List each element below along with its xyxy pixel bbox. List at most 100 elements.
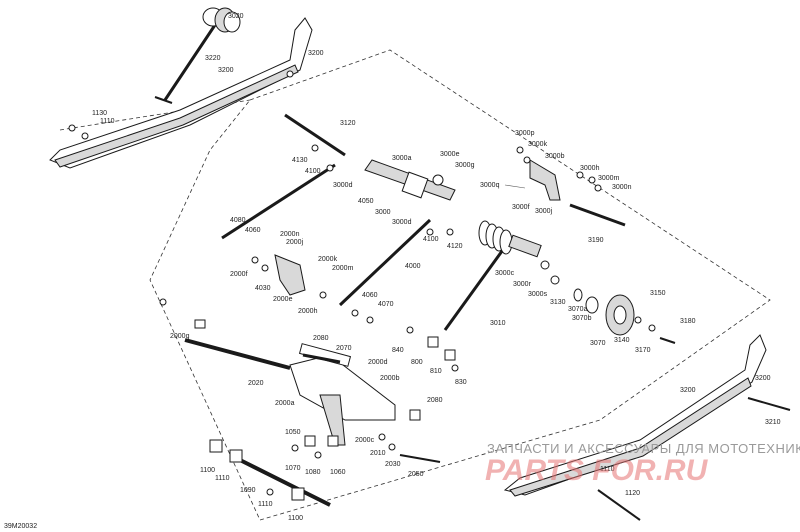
- callout-label: 4000: [405, 263, 421, 270]
- callout-label: 3180: [680, 318, 696, 325]
- callout-label: 3150: [650, 290, 666, 297]
- callout-label: 3120: [340, 120, 356, 127]
- callout-label: 810: [430, 368, 442, 375]
- callout-label: 830: [455, 379, 467, 386]
- callout-labels: 3020 3220 3200 3200 1130 1110 3120 4130 …: [92, 13, 781, 522]
- idler-wheel-3070: [573, 288, 635, 336]
- callout-label: 3200: [308, 50, 324, 57]
- assembly-boundary-dashed: [149, 49, 771, 521]
- callout-label: 3000h: [580, 165, 600, 172]
- callout-label: 800: [411, 359, 423, 366]
- callout-label: 3170: [635, 347, 651, 354]
- callout-label: 2080: [313, 335, 329, 342]
- callout-label: 3020: [228, 13, 244, 20]
- shock-3000: [364, 159, 456, 201]
- callout-label: 3200: [755, 375, 771, 382]
- callout-label: 3070b: [572, 315, 592, 322]
- callout-label: 3000p: [515, 130, 535, 137]
- bracket-3000b: [529, 159, 561, 201]
- callout-label: 3000m: [598, 175, 620, 182]
- callout-label: 4120: [447, 243, 463, 250]
- callout-label: 3200: [680, 387, 696, 394]
- rear-spring-3020: [163, 7, 241, 101]
- callout-label: 3000d: [333, 182, 353, 189]
- callout-label: 2000m: [332, 265, 354, 272]
- callout-label: 1120: [625, 490, 640, 497]
- coil-spring-3010: [478, 220, 542, 258]
- callout-label: 1110: [100, 118, 115, 125]
- watermark-line1: ЗАПЧАСТИ И АКСЕССУАРЫ ДЛЯ МОТОТЕХНИКИ: [487, 441, 800, 456]
- callout-label: 2030: [385, 461, 401, 468]
- callout-label: 1060: [330, 469, 346, 476]
- callout-label: 3000: [375, 209, 391, 216]
- shafts: [184, 113, 791, 521]
- callout-label: 4100: [305, 168, 321, 175]
- callout-label: 2000h: [298, 308, 318, 315]
- callout-label: 4070: [378, 301, 394, 308]
- front-arm-2000: [274, 254, 396, 446]
- diagram-code: 39M20032: [4, 523, 37, 530]
- callout-label: 2000f: [230, 271, 248, 278]
- callout-label: 1080: [305, 469, 321, 476]
- callout-label: 2000c: [355, 437, 375, 444]
- callout-label: 2000b: [380, 375, 400, 382]
- callout-label: 1070: [285, 465, 301, 472]
- watermark-line2: PARTS FOR.RU: [485, 454, 709, 487]
- callout-label: 2010: [370, 450, 386, 457]
- callout-label: 3000e: [440, 151, 460, 158]
- callout-label: 2020: [248, 380, 264, 387]
- callout-label: 4030: [255, 285, 271, 292]
- callout-label: 3000g: [455, 162, 475, 169]
- callout-label: 3000q: [480, 182, 500, 189]
- callout-label: 3000k: [528, 141, 548, 148]
- callout-label: 4060: [362, 292, 378, 299]
- callout-label: 1110: [215, 475, 230, 482]
- callout-label: 2000g: [170, 333, 190, 340]
- callout-label: 3000j: [535, 208, 553, 215]
- callout-label: 4050: [358, 198, 374, 205]
- callout-label: 1050: [285, 429, 301, 436]
- callout-label: 1090: [240, 487, 256, 494]
- callout-label: 3010: [490, 320, 506, 327]
- callout-label: 3140: [614, 337, 630, 344]
- callout-label: 3070a: [568, 306, 588, 313]
- callout-label: 1110: [258, 501, 273, 508]
- callout-label: 3210: [765, 419, 781, 426]
- callout-label: 1130: [92, 110, 107, 117]
- callout-label: 840: [392, 347, 404, 354]
- callout-label: 4100: [423, 236, 439, 243]
- callout-label: 3070: [590, 340, 606, 347]
- callout-label: 3000d: [392, 219, 412, 226]
- callout-label: 1100: [288, 515, 303, 522]
- callout-label: 3130: [550, 299, 566, 306]
- callout-label: 1110: [600, 466, 615, 473]
- callout-label: 2000n: [280, 231, 300, 238]
- callout-label: 2000j: [286, 239, 304, 246]
- callout-label: 3000a: [392, 155, 412, 162]
- hardware-fasteners: [68, 70, 676, 501]
- left-rail: [49, 17, 313, 169]
- callout-label: 2000e: [273, 296, 293, 303]
- callout-label: 2080: [427, 397, 443, 404]
- callout-label: 2000k: [318, 256, 338, 263]
- callout-label: 3000r: [513, 281, 532, 288]
- callout-label: 4130: [292, 157, 308, 164]
- callout-label: 2000d: [368, 359, 388, 366]
- right-rail: [503, 334, 767, 497]
- callout-label: 3000b: [545, 153, 565, 160]
- callout-label: 3000f: [512, 204, 530, 211]
- callout-label: 2070: [336, 345, 352, 352]
- callout-label: 3190: [588, 237, 604, 244]
- callout-label: 4060: [245, 227, 261, 234]
- callout-label: 4080: [230, 217, 246, 224]
- callout-label: 3000n: [612, 184, 632, 191]
- leader-arrow: [504, 184, 526, 189]
- callout-label: 2050: [408, 471, 424, 478]
- callout-label: 3000s: [528, 291, 548, 298]
- callout-label: 3200: [218, 67, 234, 74]
- callout-label: 1100: [200, 467, 215, 474]
- callout-label: 3220: [205, 55, 221, 62]
- callout-label: 2000a: [275, 400, 295, 407]
- callout-label: 3000c: [495, 270, 515, 277]
